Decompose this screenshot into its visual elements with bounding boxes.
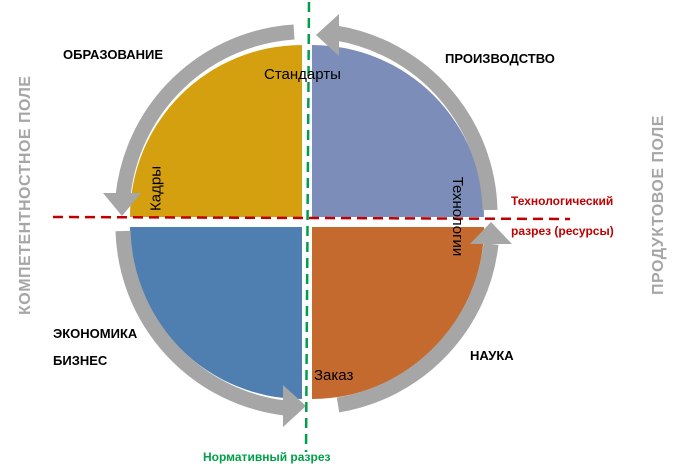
label-tech-cut-line1: Технологический bbox=[511, 194, 614, 208]
ring-arrow-bottom-left bbox=[115, 230, 286, 416]
quadrant-top-right bbox=[312, 45, 484, 217]
label-normative-cut: Нормативный разрез bbox=[203, 450, 331, 464]
label-personnel: Кадры bbox=[147, 166, 165, 211]
label-tech-cut-line2: разрез (ресурсы) bbox=[511, 224, 614, 238]
quadrant-bottom-right bbox=[312, 227, 484, 399]
arrowhead-right bbox=[470, 222, 512, 244]
label-business: БИЗНЕС bbox=[53, 353, 108, 368]
normative-cut-line bbox=[304, 1, 311, 453]
technological-cut-line bbox=[52, 215, 571, 221]
label-order: Заказ bbox=[314, 367, 354, 384]
label-science: НАУКА bbox=[470, 348, 514, 363]
ring-arrow-top-right bbox=[334, 25, 498, 211]
ring-arrow-bottom-right bbox=[336, 243, 499, 413]
label-technologies: Технологии bbox=[449, 176, 466, 257]
label-product-field: ПРОДУКТОВОЕ ПОЛЕ bbox=[650, 115, 667, 295]
quadrant-bottom-left bbox=[130, 227, 302, 399]
arrowhead-top bbox=[316, 14, 339, 56]
quadrant-top-left bbox=[130, 45, 302, 217]
label-standards: Стандарты bbox=[264, 66, 341, 83]
label-economics: ЭКОНОМИКА bbox=[53, 326, 138, 341]
label-education: ОБРАЗОВАНИЕ bbox=[63, 47, 163, 62]
ring-arrow-top-left bbox=[115, 24, 295, 197]
arrowhead-bottom bbox=[283, 385, 306, 427]
arrowhead-left bbox=[103, 193, 141, 216]
label-competence-field: КОМПЕТЕНТНОСТНОЕ ПОЛЕ bbox=[17, 75, 34, 315]
label-production: ПРОИЗВОДСТВО bbox=[445, 51, 555, 66]
